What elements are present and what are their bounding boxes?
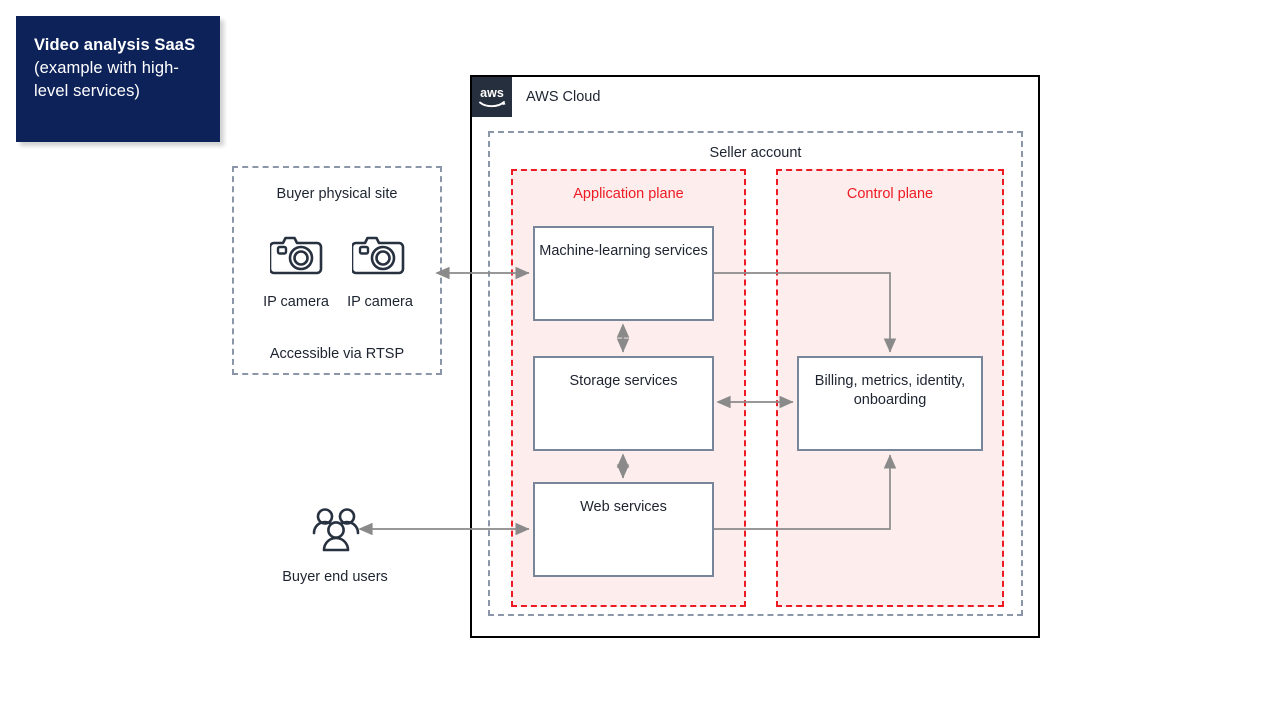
title-callout: Video analysis SaaS (example with high-l… (16, 16, 220, 142)
users-group-icon (310, 506, 362, 554)
buyer-end-users-label: Buyer end users (282, 569, 388, 585)
camera-icon (270, 230, 325, 278)
service-box-storage-services[interactable]: Storage services (533, 356, 714, 451)
service-box-machine-learning-services[interactable]: Machine-learning services (533, 226, 714, 321)
buyer-physical-site-footer: Accessible via RTSP (269, 346, 405, 362)
service-box-billing-metrics-identity-onboarding[interactable]: Billing, metrics, identity, onboarding (797, 356, 983, 451)
buyer-physical-site-title: Buyer physical site (276, 186, 398, 202)
title-bold: Video analysis SaaS (34, 36, 196, 54)
application-plane-label: Application plane (573, 186, 684, 202)
camera-label-1: IP camera (263, 294, 329, 310)
seller-account-boundary (488, 131, 1023, 616)
aws-cloud-label: AWS Cloud (526, 89, 601, 105)
seller-account-label: Seller account (709, 145, 802, 161)
aws-logo-icon: aws (472, 77, 512, 117)
title-text: Video analysis SaaS (example with high-l… (34, 34, 204, 103)
control-plane-label: Control plane (846, 186, 934, 202)
camera-label-2: IP camera (347, 294, 413, 310)
svg-text:aws: aws (480, 86, 504, 100)
camera-icon (352, 230, 407, 278)
title-rest: (example with high-level services) (34, 59, 179, 100)
service-box-web-services[interactable]: Web services (533, 482, 714, 577)
